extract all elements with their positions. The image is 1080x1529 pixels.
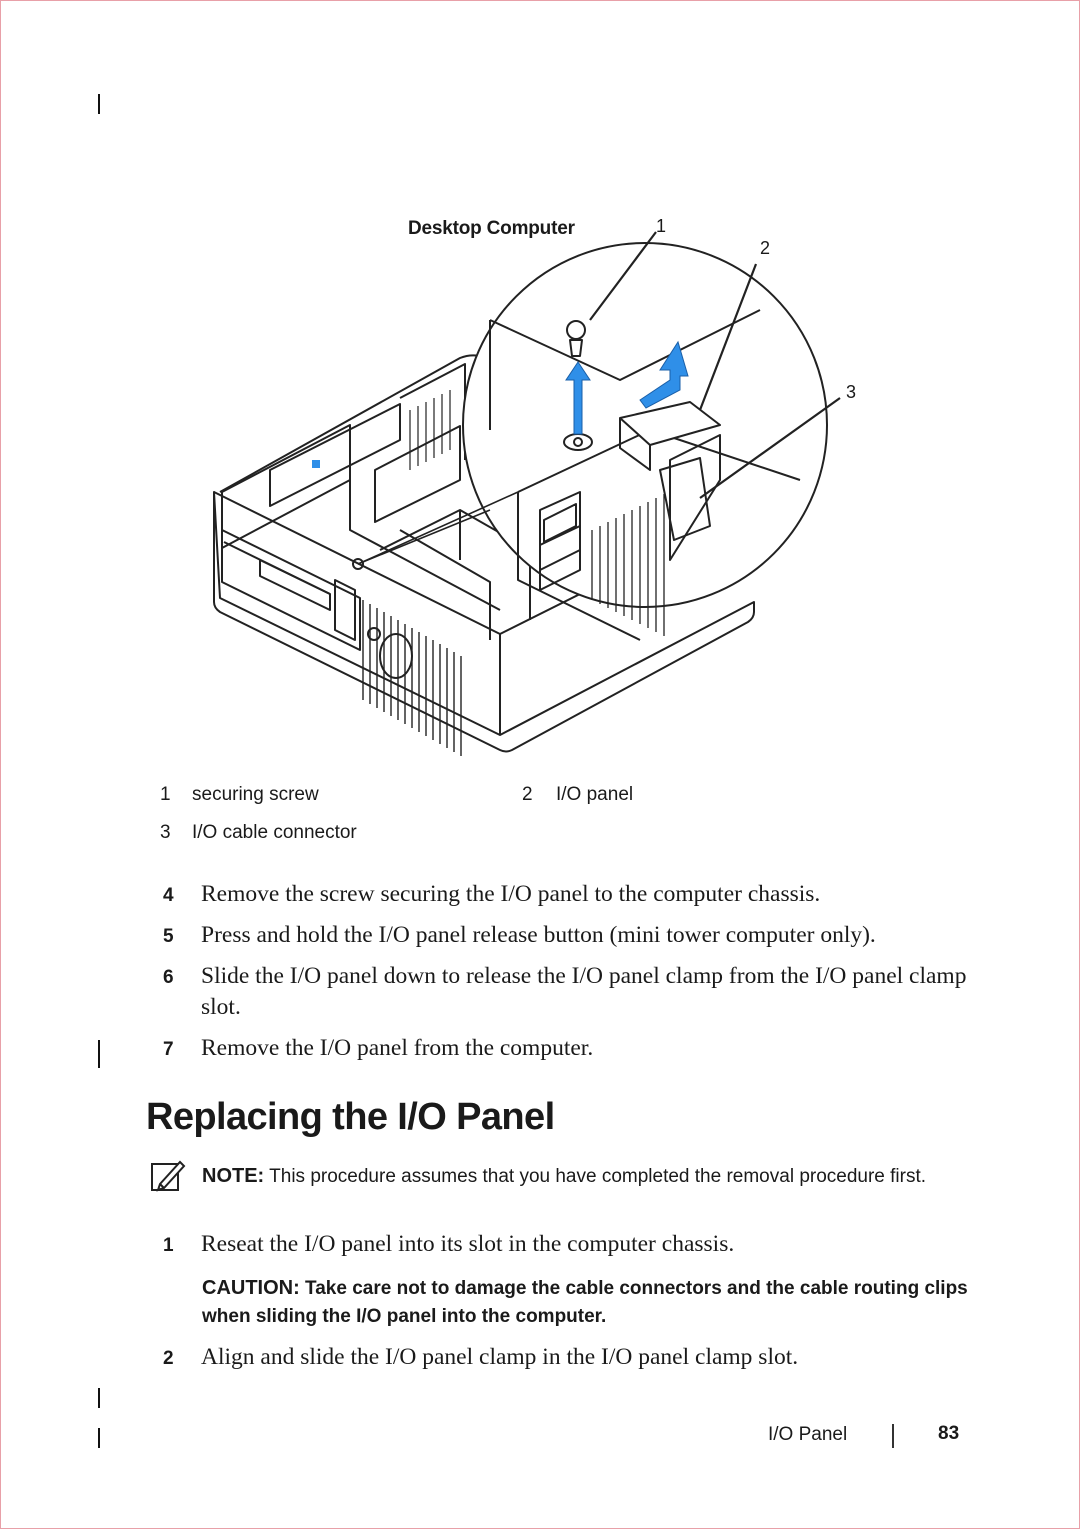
page-number: 83 [938, 1423, 960, 1444]
section-heading: Replacing the I/O Panel [146, 1096, 555, 1138]
callout-1: 1 [656, 216, 667, 236]
change-bar [98, 94, 100, 114]
legend-label: I/O cable connector [192, 822, 357, 843]
figure-legend: 1 securing screw 2 I/O panel 3 I/O cable… [160, 784, 760, 854]
change-bar [98, 1388, 100, 1408]
step-number: 4 [163, 885, 174, 906]
step-text: Press and hold the I/O panel release but… [201, 922, 876, 948]
caution-box: CAUTION: Take care not to damage the cab… [202, 1274, 972, 1331]
callout-2: 2 [760, 238, 771, 258]
step-number: 5 [163, 926, 174, 947]
change-bar [98, 1040, 100, 1068]
callout-3: 3 [846, 382, 857, 402]
desktop-computer-illustration [213, 231, 841, 756]
step-number: 7 [163, 1039, 174, 1060]
step-number: 1 [163, 1235, 174, 1256]
step-text: Remove the screw securing the I/O panel … [201, 881, 821, 907]
legend-label: I/O panel [556, 784, 634, 805]
change-bar [98, 1428, 100, 1448]
step-number: 6 [163, 967, 174, 988]
caution-label: CAUTION: [202, 1277, 300, 1299]
step-text: Align and slide the I/O panel clamp in t… [201, 1344, 799, 1370]
note-label: NOTE: [202, 1165, 265, 1187]
legend-num: 2 [522, 784, 533, 805]
step-text: Slide the I/O panel down to release the … [201, 963, 967, 1020]
note-body: NOTE: This procedure assumes that you ha… [202, 1162, 962, 1191]
legend-num: 3 [160, 822, 171, 843]
step-text: Remove the I/O panel from the computer. [201, 1035, 594, 1061]
step-number: 2 [163, 1348, 174, 1369]
legend-num: 1 [160, 784, 171, 805]
note-pencil-icon [151, 1160, 186, 1192]
figure-caption: Desktop Computer [408, 218, 575, 239]
note-text: This procedure assumes that you have com… [269, 1166, 927, 1187]
step-text: Reseat the I/O panel into its slot in th… [201, 1231, 735, 1257]
footer-section-title: I/O Panel [768, 1424, 848, 1445]
legend-label: securing screw [192, 784, 319, 805]
caution-text: Take care not to damage the cable connec… [202, 1278, 968, 1327]
footer-separator [892, 1424, 894, 1448]
